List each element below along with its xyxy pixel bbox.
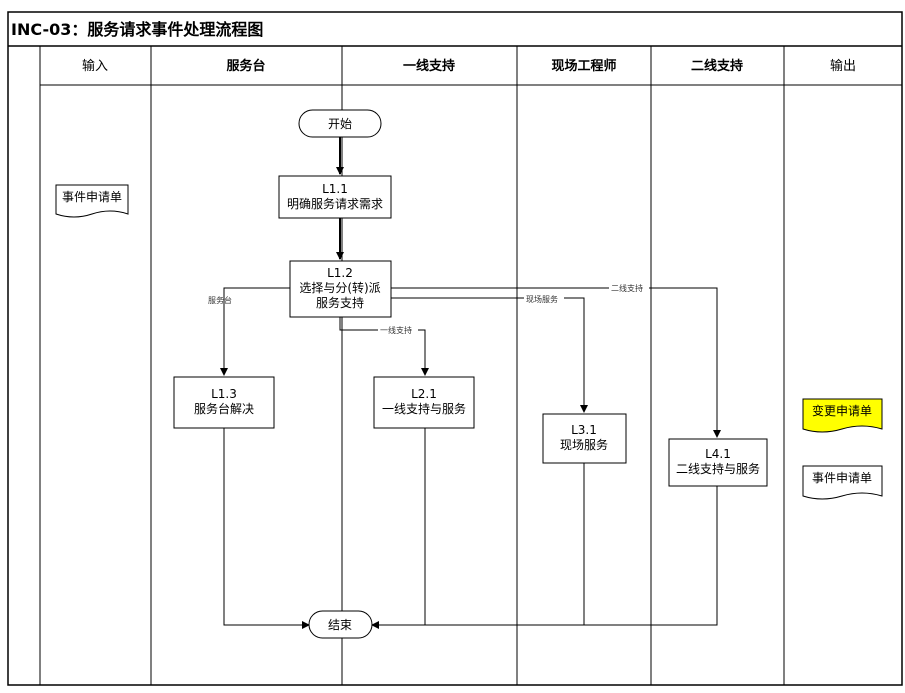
edge-label-service-desk: 服务台 — [208, 295, 232, 305]
output-document-change-request-shape — [802, 398, 883, 433]
process-l41-text: 二线支持与服务 — [676, 461, 760, 476]
process-l11 — [278, 175, 392, 219]
edge-l12-to-l13 — [220, 287, 290, 376]
end-terminator — [308, 610, 373, 639]
process-l41 — [668, 438, 768, 487]
lane-header-service-desk: 服务台 — [226, 58, 265, 74]
edge-label-field: 现场服务 — [526, 294, 558, 304]
edge-l31-to-end — [371, 463, 585, 629]
output-document-change-request-label: 变更申请单 — [812, 403, 872, 418]
edge-l12-to-l31 — [391, 297, 588, 413]
edge-l41-to-end — [584, 486, 718, 626]
process-l21 — [373, 376, 475, 429]
output-document-incident-request-label: 事件申请单 — [812, 471, 872, 485]
edge-l12-to-l41 — [391, 287, 721, 438]
process-l12-text-2: 服务支持 — [316, 295, 364, 310]
process-l11-text: 明确服务请求需求 — [287, 196, 383, 211]
input-document-shape — [55, 184, 129, 218]
process-l12 — [289, 260, 392, 318]
process-l13-text: 服务台解决 — [194, 401, 254, 416]
output-document-incident-request-shape — [802, 465, 883, 500]
process-l21-id: L2.1 — [411, 387, 437, 401]
outer-frame — [7, 11, 903, 686]
lane-header-output: 输出 — [830, 58, 856, 74]
process-l13-id: L1.3 — [211, 387, 237, 401]
edge-label-line2: 二线支持 — [611, 283, 643, 293]
process-l41-id: L4.1 — [705, 447, 731, 461]
lane-header-field-engineer: 现场工程师 — [551, 58, 616, 74]
end-label: 结束 — [328, 618, 352, 632]
page-title: INC-03：服务请求事件处理流程图 — [11, 20, 263, 39]
edge-l13-to-end — [223, 428, 310, 629]
lane-header-line1-support: 一线支持 — [403, 58, 455, 74]
lane-header-line2-support: 二线支持 — [691, 58, 743, 74]
process-l12-text-1: 选择与分(转)派 — [299, 280, 380, 295]
lane-header-input: 输入 — [82, 58, 108, 74]
process-l13 — [173, 376, 275, 429]
input-document-label: 事件申请单 — [62, 190, 122, 204]
process-l21-text: 一线支持与服务 — [382, 401, 466, 416]
process-l31-id: L3.1 — [571, 423, 597, 437]
start-terminator — [298, 109, 382, 138]
process-l31 — [542, 413, 627, 464]
edge-label-line1: 一线支持 — [380, 325, 412, 335]
process-l11-id: L1.1 — [322, 182, 348, 196]
process-l12-id: L1.2 — [327, 266, 353, 280]
start-label: 开始 — [328, 117, 352, 131]
process-l31-text: 现场服务 — [560, 437, 608, 452]
